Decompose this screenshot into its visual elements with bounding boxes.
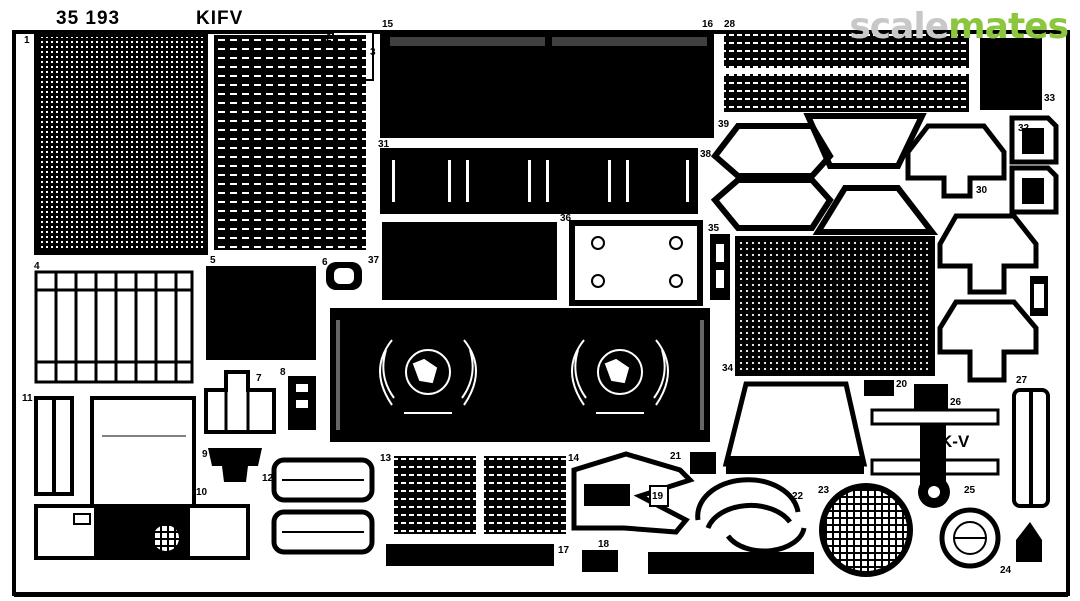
part-35-shield-b [937,299,1039,383]
part-1-mesh [34,33,208,255]
part-number: 18 [598,539,610,550]
part-35-shield-a [937,213,1039,295]
part-number: 31 [378,139,390,150]
part-number: 20 [896,379,908,390]
part-un-panel [330,308,710,442]
part-36-panel [382,222,557,300]
part-number: 5 [210,255,216,266]
part-number: 15 [382,19,394,30]
part-10-box [34,396,250,560]
part-17-strip-a [386,544,554,566]
part-number: 2 [326,33,332,44]
part-25-round [939,507,1001,569]
part-6-ring [326,262,362,290]
part-number: 22 [792,491,804,502]
part-35-bracket [710,234,730,300]
part-number: 21 [670,451,682,462]
part-26-plate [864,380,1000,508]
part-number: 14 [568,453,580,464]
scalemates-watermark: scalemates [849,6,1069,47]
part-9 [208,448,262,482]
part-18 [582,550,618,572]
part-33-trap-a [803,113,927,169]
part-29-panel [722,381,868,474]
part-number: 32 [1018,123,1030,134]
part-number: 26 [950,397,962,408]
part-30-shield [905,123,1007,199]
part-number: 6 [322,257,328,268]
part-number: 8 [280,367,286,378]
part-12 [271,457,375,555]
part-number: 3 [370,47,376,58]
part-number: 28 [724,19,736,30]
part-7-bracket [204,370,276,434]
sheet-title: KIFV [196,8,244,29]
part-23-grille [819,483,913,577]
part-number: 16 [702,19,714,30]
part-14 [484,456,566,534]
part-4-ribbed [34,270,194,384]
part-number: 19 [652,491,664,502]
part-number: 38 [700,149,712,160]
part-number: 30 [976,185,988,196]
part-39-hex [710,123,834,231]
part-number: 27 [1016,375,1028,386]
part-5-panel [206,266,316,360]
part-number: 1 [24,35,30,46]
un-emblem-left [379,339,477,414]
part-number: 23 [818,485,830,496]
part-number: 33 [1044,93,1056,104]
un-emblem-right [571,339,669,414]
part-number: 17 [558,545,570,556]
sheet-code: 35 193 [56,8,121,29]
part-31-strip [380,148,698,214]
part-22-arcs [695,477,807,554]
part-plate-holes [569,220,703,306]
part-27-bar [1012,388,1050,508]
part-slotted-panel [214,35,366,250]
part-number: 25 [964,485,976,496]
part-28-grille-b [724,74,969,112]
part-28-grille-a [724,32,969,68]
part-24 [1016,522,1042,562]
part-number: 39 [718,119,730,130]
part-number: 7 [256,373,262,384]
plate-marking: K-V [940,432,970,451]
watermark-mates: mates [948,6,1069,47]
part-15-panel [380,32,714,138]
part-number: 11 [22,393,33,404]
part-11 [34,396,74,496]
part-13 [394,456,476,534]
part-number: 9 [202,449,208,460]
part-number: 13 [380,453,392,464]
part-17-strip-b [648,552,814,574]
part-number: 24 [1000,565,1012,576]
part-number: 35 [708,223,720,234]
part-33-trap-b [812,185,939,235]
part-number: 36 [560,213,572,224]
part-21 [690,452,716,474]
part-19-clip [571,451,695,535]
part-32-frames [1009,115,1059,215]
part-black-block [980,38,1042,110]
part-number: 37 [368,255,380,266]
part-number: 29 [850,463,862,474]
part-number: 4 [34,261,40,272]
part-number: 10 [196,487,208,498]
watermark-scale: scale [849,6,949,47]
part-number: 34 [722,363,734,374]
part-number: 12 [262,473,274,484]
